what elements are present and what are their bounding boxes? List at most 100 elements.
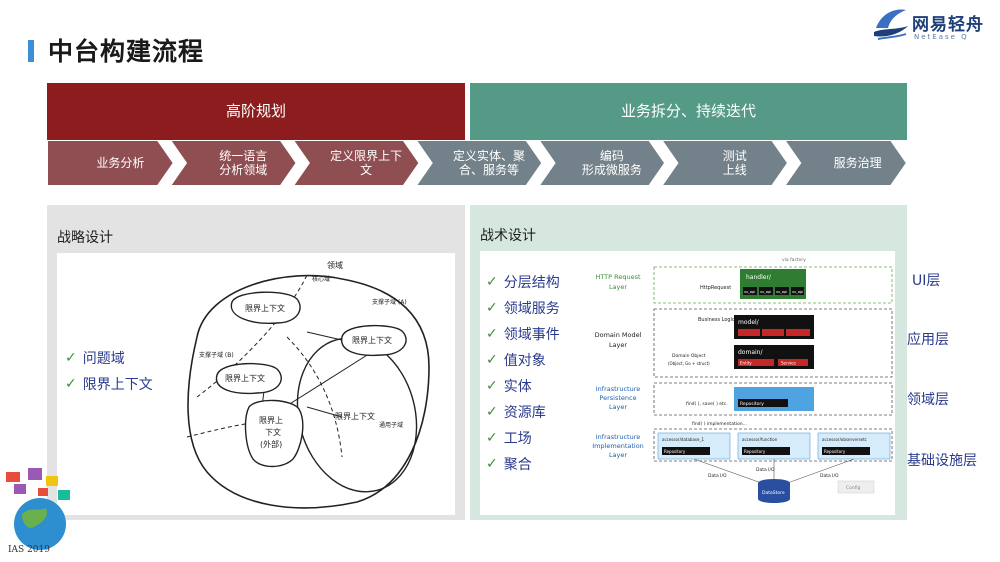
strategic-canvas: ✓问题域✓限界上下文 领域 核心域 支撑子域 (A) 支撑子域 (B) (57, 253, 455, 515)
accessor-1: accessor/database_1 (662, 437, 704, 442)
step-chevron (168, 140, 298, 186)
mini-2: xx_api (776, 290, 787, 294)
phase-planning: 高阶规划 (47, 83, 465, 140)
mini-0: xx_api (744, 290, 755, 294)
repository-label-4: Repository (824, 449, 846, 454)
tactical-checklist: ✓分层结构✓领域服务✓领域事件✓值对象✓实体✓资源库✓工场✓聚合 (486, 269, 560, 477)
handler-label: handler/ (746, 274, 772, 281)
checkmark-icon: ✓ (486, 326, 498, 342)
checklist-item: ✓ 分层结构 (486, 269, 560, 295)
layer-infrastructure: 基础设施层 (907, 453, 977, 469)
label-support-b: 支撑子域 (B) (199, 351, 234, 359)
mini-5: Service (781, 361, 796, 366)
checklist-label: 领域服务 (503, 301, 560, 317)
checklist-label: 领域事件 (503, 327, 560, 343)
phase-iteration: 业务拆分、持续迭代 (470, 83, 907, 140)
arch-top-note: via factory (782, 257, 806, 263)
context-label-2: 限界上下文 (352, 335, 392, 345)
phase-iteration-label: 业务拆分、持续迭代 (620, 102, 756, 120)
checklist-item: ✓ 限界上下文 (65, 371, 153, 397)
checkmark-icon: ✓ (65, 350, 77, 366)
step-label: 合、服务等 (459, 162, 519, 177)
checkmark-icon: ✓ (486, 456, 498, 472)
domain-label: domain/ (738, 349, 763, 356)
step-chevron (660, 140, 790, 186)
layer-ui: UI层 (912, 273, 941, 289)
logo-subtitle: NetEase Q (914, 33, 969, 41)
phase-planning-label: 高阶规划 (225, 102, 286, 120)
context-label-4: 限界上下文 (335, 411, 375, 421)
checklist-label: 问题域 (82, 351, 125, 367)
checkmark-icon: ✓ (65, 376, 77, 392)
page-title: 中台构建流程 (48, 37, 205, 66)
step-label: 服务治理 (834, 155, 882, 170)
checklist-item: ✓ 工场 (486, 425, 560, 451)
step-chevron (537, 140, 667, 186)
model-label: model/ (738, 319, 760, 326)
datastore-label: DataStore (762, 490, 785, 496)
layer-application: 应用层 (907, 332, 949, 348)
mini-4: Entity (740, 361, 752, 366)
repository-label-2: Repository (664, 449, 686, 454)
accessor-2: accessor/function (742, 437, 778, 442)
step-chevron (414, 140, 544, 186)
checklist-item: ✓ 实体 (486, 373, 560, 399)
footer-ias: IAS 2019 (8, 545, 50, 555)
checkmark-icon: ✓ (486, 378, 498, 394)
layered-architecture-diagram: via factory HTTP Request Layer HttpReque… (592, 257, 893, 503)
infra-impl-line-1: Infrastructure (596, 433, 640, 441)
domain-object-label: Domain Object (672, 353, 706, 359)
data-io-3: Data I/O (820, 473, 839, 479)
checklist-label: 实体 (503, 379, 532, 395)
mini-1: xx_api (760, 290, 771, 294)
step-label: 测试 (723, 148, 747, 163)
tactical-design-panel: 战术设计 ✓分层结构✓领域服务✓领域事件✓值对象✓实体✓资源库✓工场✓聚合 vi… (470, 205, 907, 520)
step-label: 编码 (600, 148, 624, 163)
checklist-item: ✓领域服务 (486, 295, 560, 321)
step-label: 文 (360, 162, 372, 177)
step-1: 业务分析 (47, 140, 176, 186)
domain-context-diagram: 领域 核心域 支撑子域 (A) 支撑子域 (B) 通用子域 限界上下文 限界上下… (186, 260, 430, 509)
checklist-item: ✓资源库 (486, 399, 560, 425)
checklist-label: 分层结构 (503, 275, 560, 291)
title-accent-bar (28, 40, 34, 62)
mini-3: xx_api (792, 290, 803, 294)
domain-layer-line-1: Domain Model (595, 331, 642, 339)
checklist-label: 工场 (503, 431, 532, 447)
label-support-a: 支撑子域 (A) (372, 298, 407, 306)
step-4: 定义实体、聚合、服务等 (414, 140, 544, 186)
checkmark-icon: ✓ (486, 352, 498, 368)
business-logic-label: Business Logic (698, 317, 735, 323)
context-label-3: 限界上下文 (225, 373, 265, 383)
label-generic: 通用子域 (379, 421, 403, 429)
infra-impl-line-3: Layer (609, 451, 627, 459)
checklist-label: 限界上下文 (82, 377, 153, 393)
domain-object-note: (Object, Go + struct) (668, 361, 710, 366)
step-label: 形成微服务 (582, 162, 642, 177)
checklist-label: 资源库 (503, 405, 546, 421)
tactical-canvas: ✓分层结构✓领域服务✓领域事件✓值对象✓实体✓资源库✓工场✓聚合 via fac… (480, 251, 895, 515)
infra-persist-line-2: Persistence (599, 394, 636, 402)
external-line-3: (外部) (260, 439, 282, 449)
conference-decoration (6, 468, 70, 550)
process-steps: 业务分析统一语言分析领域定义限界上下文定义实体、聚合、服务等编码形成微服务测试上… (47, 140, 907, 186)
boat-logo-icon (874, 9, 908, 40)
http-layer-line-2: Layer (609, 283, 627, 291)
step-label: 业务分析 (96, 155, 144, 170)
label-core: 核心域 (312, 275, 330, 283)
http-request-label: HttpRequest (700, 285, 731, 291)
find-impl-label: find( ) implementation... (692, 421, 747, 427)
find-save-label: find( ), save( ) etc. (686, 401, 728, 407)
data-io-1: Data I/O (708, 473, 727, 479)
config-label: Config (846, 485, 861, 491)
checkmark-icon: ✓ (486, 274, 498, 290)
checkmark-icon: ✓ (486, 430, 498, 446)
infra-impl-line-2: Implementation (592, 442, 644, 450)
checklist-label: 聚合 (503, 457, 532, 473)
infra-persist-line-3: Layer (609, 403, 627, 411)
step-chevron (291, 140, 421, 186)
